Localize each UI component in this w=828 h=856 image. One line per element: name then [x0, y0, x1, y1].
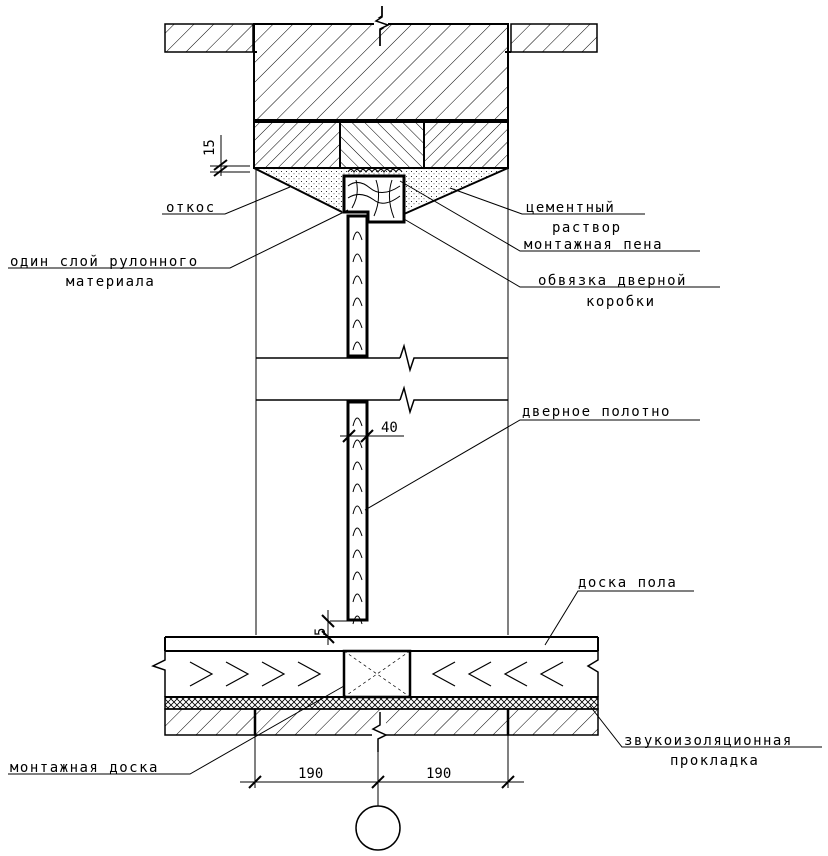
lintel-concrete	[253, 23, 509, 121]
break-band	[256, 343, 508, 415]
label-door-leaf: дверное полотно	[522, 404, 671, 420]
labels: откос цементный раствор монтажная пена о…	[10, 200, 793, 776]
label-otkos: откос	[166, 200, 216, 216]
label-roll-line2: материала	[66, 274, 155, 290]
dimension-40-text: 40	[381, 420, 398, 436]
floor-slab-right	[507, 708, 599, 736]
wood-grain-arc	[352, 253, 363, 263]
label-cement-line1: цементный	[526, 200, 615, 216]
sound-insulation-layer	[164, 696, 599, 710]
wood-grain-arc	[352, 319, 363, 329]
wood-grain-arc	[352, 231, 363, 241]
wood-grain-arc	[352, 297, 363, 307]
floor-structure	[151, 636, 599, 752]
guide-lines	[255, 168, 509, 635]
label-frame-line2: коробки	[586, 294, 656, 310]
dimension-5: 5	[313, 610, 362, 645]
mounting-foam	[347, 169, 403, 173]
floor-slab-left	[164, 708, 256, 736]
wood-grain-arc	[352, 341, 363, 351]
label-cement-line2: раствор	[552, 220, 622, 236]
label-sound-line2: прокладка	[670, 753, 759, 769]
label-floor-board: доска пола	[578, 575, 677, 591]
wood-grain-arc	[352, 275, 363, 285]
door-leaf-upper	[346, 214, 369, 358]
label-mount-board: монтажная доска	[10, 760, 159, 776]
door-leaf-lower	[346, 400, 369, 625]
lintel-block-right	[423, 121, 509, 169]
label-frame-line1: обвязка дверной	[538, 273, 687, 289]
ceiling-slab-right	[510, 23, 598, 53]
wood-grain-arc	[352, 615, 363, 625]
dimension-190-right-text: 190	[426, 766, 451, 782]
dimension-15-text: 15	[202, 139, 218, 156]
wood-grain-arc	[352, 417, 363, 427]
leaders	[8, 180, 822, 775]
dimension-190: 190 190	[240, 735, 524, 851]
label-sound-line1: звукоизоляционная	[624, 733, 793, 749]
dimension-15: 15	[202, 135, 250, 177]
wood-grain-arc	[352, 483, 363, 493]
wood-grain-arc	[352, 461, 363, 471]
break-mark-bottom	[371, 712, 388, 752]
label-foam: монтажная пена	[524, 237, 663, 253]
wood-grain-arc	[352, 527, 363, 537]
lintel-block-middle	[339, 121, 425, 169]
label-roll-line1: один слой рулонного	[10, 254, 199, 270]
wood-grain-arc	[352, 593, 363, 603]
wood-grain-arc	[352, 439, 363, 449]
wood-grain-arc	[352, 571, 363, 581]
axis-marker-circle	[355, 805, 401, 851]
ceiling-slab-left	[164, 23, 254, 53]
dimension-40: 40	[340, 420, 404, 443]
lintel-block-left	[253, 121, 341, 169]
wood-grain-arc	[352, 549, 363, 559]
dimension-5-text: 5	[313, 628, 329, 636]
top-structure	[164, 6, 598, 169]
wood-grain-arc	[352, 505, 363, 515]
dimension-190-left-text: 190	[298, 766, 323, 782]
